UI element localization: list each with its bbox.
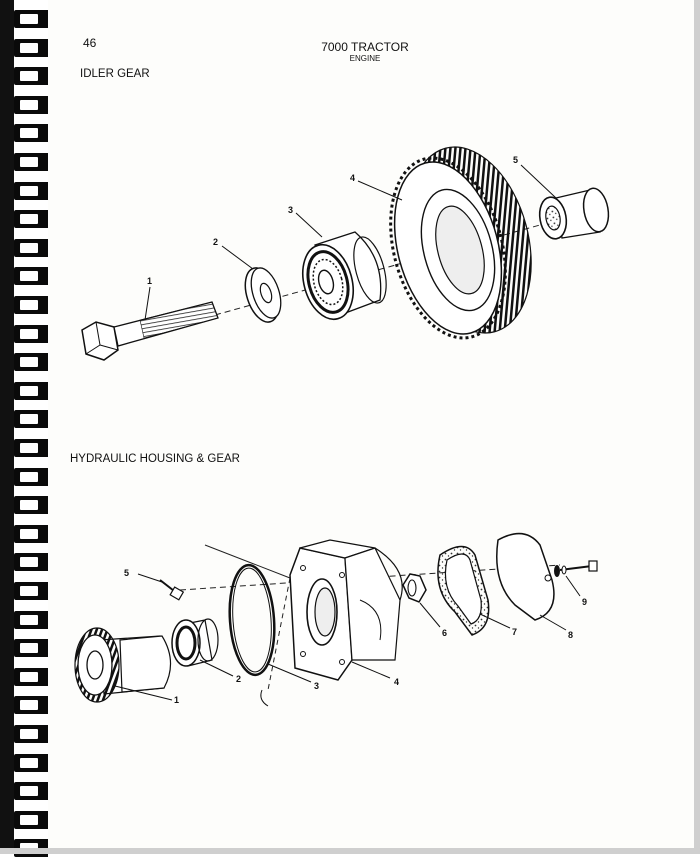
callout-hyd-9: 9 [565,575,587,607]
hydraulic-seal [171,618,219,667]
section-heading-idler-gear: IDLER GEAR [80,68,150,80]
binding-ring [14,67,48,85]
svg-text:8: 8 [568,630,573,640]
binding-ring [14,439,48,457]
svg-text:5: 5 [124,568,129,578]
binding-ring [14,782,48,800]
callout-idler-4: 4 [350,173,403,201]
binding-ring [14,410,48,428]
svg-text:1: 1 [147,276,152,286]
idler-gear [389,146,532,340]
svg-text:3: 3 [314,681,319,691]
callout-idler-1: 1 [144,276,152,321]
svg-text:6: 6 [442,628,447,638]
idler-bearing [302,231,387,321]
page-edge-right [694,0,700,854]
svg-text:7: 7 [512,627,517,637]
binding-ring [14,611,48,629]
binding-ring [14,382,48,400]
svg-text:1: 1 [174,695,179,705]
callout-hyd-2: 2 [199,659,241,684]
callout-idler-5: 5 [513,155,557,199]
callout-hyd-5: 5 [124,568,163,583]
svg-text:9: 9 [582,597,587,607]
hydraulic-gasket [437,545,490,636]
binding-ring [14,296,48,314]
idler-washer [244,267,282,323]
hydraulic-gear [74,627,172,703]
page-subtitle: ENGINE [349,54,381,63]
callout-hyd-6: 6 [419,602,447,638]
binding-ring [14,496,48,514]
binding-ring [14,267,48,285]
hydraulic-cover-plate [496,532,555,621]
binding-ring [14,210,48,228]
hydraulic-screw-5 [159,579,185,601]
binding-ring [14,182,48,200]
binding-ring [14,696,48,714]
page-number: 46 [83,36,97,50]
svg-text:4: 4 [394,677,399,687]
idler-bolt [81,301,219,361]
hydraulic-nut [402,573,427,603]
binding-ring [14,525,48,543]
svg-text:5: 5 [513,155,518,165]
callout-hyd-3: 3 [267,663,319,691]
callout-idler-2: 2 [213,237,254,270]
binding-ring [14,153,48,171]
binding-ring [14,39,48,57]
callout-hyd-4: 4 [351,661,399,687]
hydraulic-o-ring [228,563,276,707]
callout-hyd-7: 7 [479,613,517,637]
binding-ring [14,553,48,571]
binding-ring [14,353,48,371]
callout-hyd-1: 1 [114,685,179,705]
binding-ring [14,725,48,743]
binding-ring [14,468,48,486]
hydraulic-housing [289,539,403,681]
page-edge-bottom [0,848,700,854]
binding-ring [14,582,48,600]
svg-text:2: 2 [213,237,218,247]
idler-bushing [538,187,610,240]
binding-ring [14,10,48,28]
binding-ring [14,668,48,686]
binding-ring [14,639,48,657]
svg-text:2: 2 [236,674,241,684]
binding-ring [14,239,48,257]
page-title: 7000 TRACTOR [321,40,409,54]
callout-idler-3: 3 [288,205,323,238]
section-heading-hydraulic-housing: HYDRAULIC HOUSING & GEAR [70,453,240,465]
svg-text:3: 3 [288,205,293,215]
binding-ring [14,811,48,829]
svg-text:4: 4 [350,173,355,183]
binding-ring [14,325,48,343]
callout-hyd-8: 8 [539,614,573,640]
hydraulic-bolt-9 [554,560,598,577]
spiral-binding [0,0,48,857]
binding-ring [14,96,48,114]
binding-ring [14,124,48,142]
binding-ring [14,754,48,772]
